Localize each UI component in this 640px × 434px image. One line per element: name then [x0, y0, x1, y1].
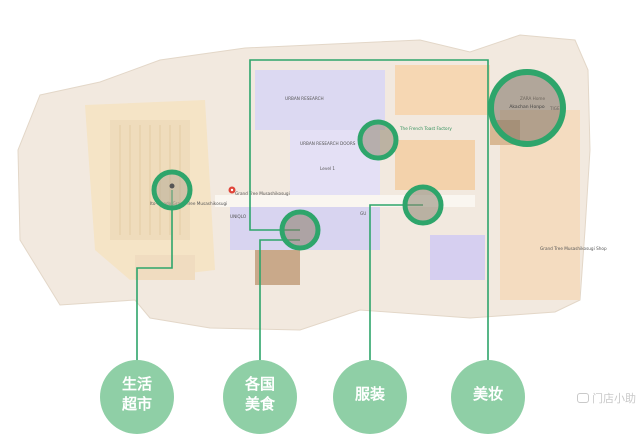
wechat-icon	[577, 393, 589, 403]
label-urban-research-doors: URBAN RESEARCH DOORS	[300, 141, 356, 146]
label-french-toast: The French Toast Factory	[399, 126, 452, 131]
label-life-store: Ito-Yokado Grand Tree Musashikosugi	[150, 201, 227, 206]
category-fashion-line1: 服装	[354, 385, 385, 403]
watermark: 门店小助	[577, 390, 636, 406]
poi-beauty[interactable]: Akachan Honpo	[488, 69, 566, 147]
label-level1: Level 1	[320, 166, 335, 171]
category-fashion[interactable]: 服装	[333, 360, 407, 434]
category-food-line1: 各国	[244, 375, 275, 393]
category-beauty[interactable]: 美妆	[451, 360, 525, 434]
label-urban-research: URBAN RESEARCH	[285, 96, 324, 101]
label-uniqlo: UNIQLO	[230, 214, 247, 219]
poi-life[interactable]	[151, 169, 193, 211]
block-orange-2	[395, 140, 475, 190]
category-life-line1: 生活	[121, 375, 152, 393]
poi-food[interactable]	[279, 209, 321, 251]
category-world-food[interactable]: 各国 美食	[223, 360, 297, 434]
block-orange-1	[395, 65, 490, 115]
category-life-supermarket[interactable]: 生活 超市	[100, 360, 174, 434]
center-block-upper	[255, 70, 385, 130]
category-food-line2: 美食	[244, 395, 275, 413]
category-life-line2: 超市	[121, 395, 152, 413]
label-akachan: Akachan Honpo	[509, 104, 545, 110]
poi-fashion-upper[interactable]	[357, 119, 399, 161]
poi-fashion[interactable]	[402, 184, 444, 226]
watermark-text: 门店小助	[592, 392, 636, 405]
category-beauty-line1: 美妆	[472, 385, 503, 403]
label-gu: GU	[360, 211, 366, 216]
mall-floor-map: URBAN RESEARCH URBAN RESEARCH DOORS Leve…	[17, 34, 607, 372]
label-mall: Grand Tree Musashikosugi	[235, 191, 290, 196]
block-tan-1	[255, 250, 300, 285]
label-grandtree-shop: Grand Tree Musashikosugi Shop	[540, 246, 607, 251]
block-purple-right	[430, 235, 485, 280]
mall-pin-icon[interactable]	[228, 186, 236, 194]
